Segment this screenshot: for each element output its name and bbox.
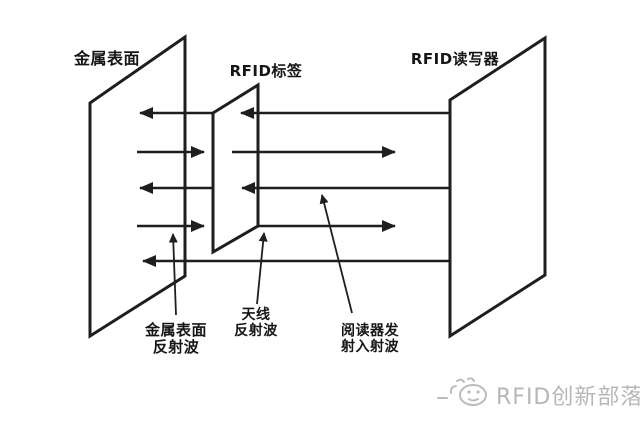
watermark: RFID创新部落 xyxy=(437,377,640,410)
rfid-reader-label: RFID读写器 xyxy=(411,50,500,68)
doodle-face-icon xyxy=(437,377,487,406)
watermark-text: RFID创新部落 xyxy=(496,385,640,410)
antenna-reflected-label-line1: 天线 xyxy=(242,306,271,323)
metal-reflected-label-line2: 反射波 xyxy=(153,338,200,356)
reader-incident-callout-arrow xyxy=(319,194,353,314)
reader-incident-label-line2: 射入射波 xyxy=(340,338,399,355)
metal-reflected-callout-arrow xyxy=(168,233,178,316)
metal-surface-label: 金属表面 xyxy=(73,49,140,68)
rfid-tag-panel xyxy=(211,82,260,255)
antenna-reflected-label-line2: 反射波 xyxy=(234,322,278,339)
rfid-tag-label: RFID标签 xyxy=(230,62,303,80)
antenna-reflected-callout-arrow xyxy=(256,232,268,305)
reader-incident-label-line1: 阅读器发 xyxy=(341,322,399,339)
metal-surface-panel xyxy=(88,34,187,339)
rfid-reader-panel xyxy=(448,35,547,339)
metal-reflected-label-line1: 金属表面 xyxy=(144,321,207,339)
